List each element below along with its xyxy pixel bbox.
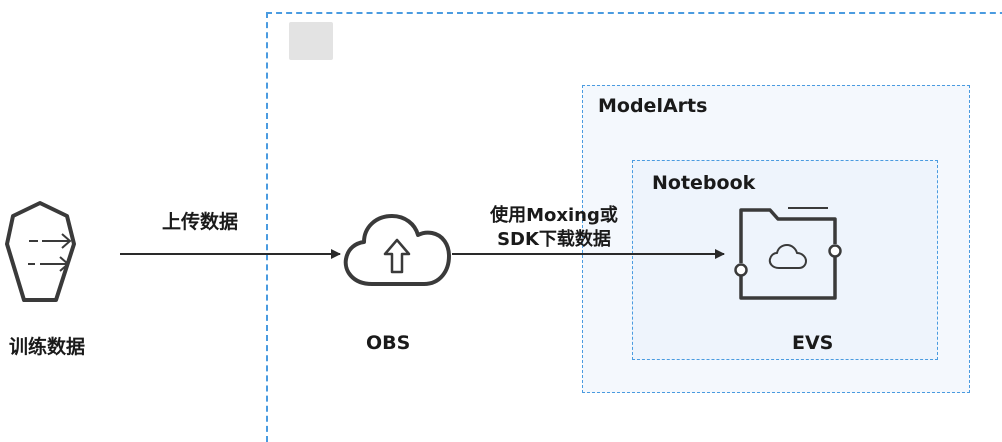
folder-cloud-icon [734,207,842,300]
evs-label: EVS [792,332,834,354]
region-badge-icon [289,22,333,60]
download-edge-label-line1: 使用Moxing或 [490,205,618,226]
upload-edge-label: 上传数据 [162,211,239,233]
modelarts-label: ModelArts [598,95,708,117]
diagram-canvas [5,201,842,302]
cloud-upload-icon [343,214,451,286]
data-transfer-icon [5,201,76,302]
download-edge-label-line2: SDK下载数据 [497,229,611,250]
notebook-container [632,160,938,360]
notebook-label: Notebook [652,172,756,194]
training-data-label: 训练数据 [9,336,86,358]
cloud-region-boundary [266,12,1002,442]
obs-label: OBS [366,332,411,354]
